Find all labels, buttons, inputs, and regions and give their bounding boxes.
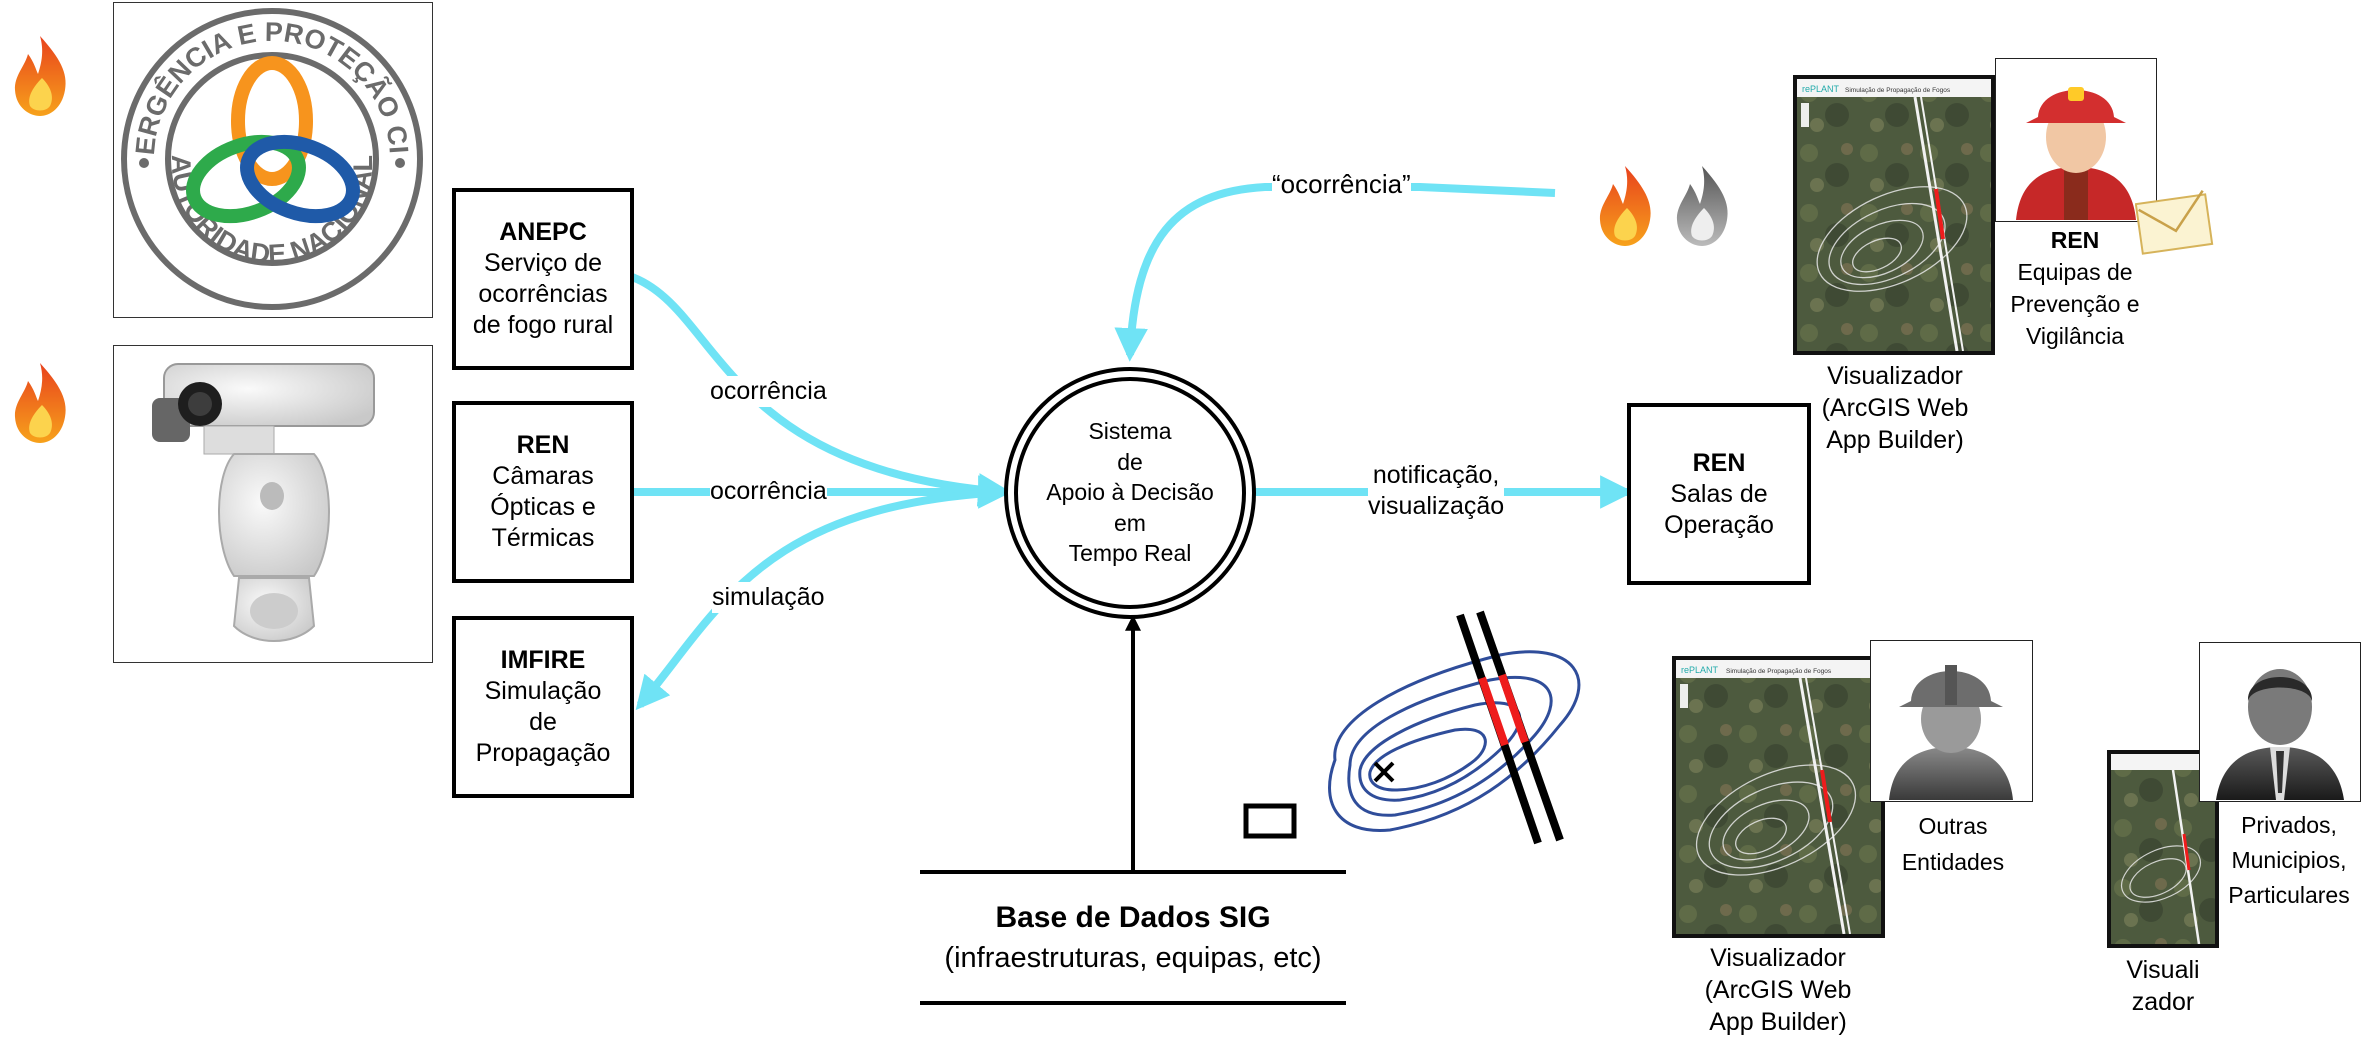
app-brand-bottom: rePLANT: [1681, 665, 1719, 675]
imfire-line3: Propagação: [475, 739, 611, 767]
ignition-point-icon: [1373, 761, 1395, 783]
notif-line2: visualização: [1368, 492, 1505, 520]
database-subtitle: (infraestruturas, equipas, etc): [944, 942, 1322, 974]
teams-line3: Vigilância: [2025, 323, 2125, 349]
viewer-top-caption: Visualizador (ArcGIS Web App Builder): [1790, 360, 2000, 456]
logo-emblem-icon: EMERGÊNCIA E PROTEÇÃO CIVIL AUTORIDADE N…: [103, 0, 423, 310]
anepc-title: ANEPC: [499, 218, 587, 246]
propagation-contours: [1328, 650, 1581, 832]
center-line4: em: [1114, 509, 1146, 536]
viewer-top-line3: App Builder): [1826, 426, 1964, 454]
others-line1: Outras: [1918, 813, 1988, 839]
private-line3: Particulares: [2228, 882, 2350, 908]
others-caption: Outras Entidades: [1878, 808, 2028, 880]
flow-label-simulacao: simulação: [712, 582, 825, 613]
viewer-thumbnail-small: [2107, 750, 2219, 948]
viewer-small-line2: zador: [2131, 988, 2195, 1016]
flow-quoted-to-center: [1114, 183, 1556, 362]
app-header-bottom: Simulação de Propagação de Fogos: [1726, 668, 1832, 675]
viewer-thumbnail-bottom: rePLANT Simulação de Propagação de Fogos: [1672, 656, 1885, 938]
private-line2: Municipios,: [2231, 847, 2347, 873]
center-system-label: Sistema de Apoio à Decisão em Tempo Real: [1016, 416, 1244, 569]
fire-icon: [14, 363, 66, 443]
center-line5: Tempo Real: [1068, 540, 1192, 566]
flow-label-notificacao: notificação, visualização: [1368, 460, 1505, 522]
viewer-thumbnail-top: rePLANT Simulação de Propagação de Fogos: [1793, 75, 1995, 355]
salas-title: REN: [1692, 448, 1746, 477]
app-header-top: Simulação de Propagação de Fogos: [1845, 87, 1951, 94]
viewer-bottom-line1: Visualizador: [1710, 944, 1846, 972]
center-line2: de: [1117, 448, 1143, 475]
imfire-line2: de: [529, 708, 557, 736]
worker-avatar: [1870, 640, 2033, 802]
imfire-box: IMFIRE Simulação de Propagação: [452, 616, 634, 798]
civil-protection-logo: EMERGÊNCIA E PROTEÇÃO CIVIL AUTORIDADE N…: [103, 0, 433, 318]
fire-icon: [14, 36, 66, 116]
imfire-title: IMFIRE: [500, 646, 586, 674]
flow-label-ocorrencia-quoted: “ocorrência”: [1272, 169, 1411, 200]
salas-box: REN Salas de Operação: [1627, 403, 1811, 585]
salas-line2: Operação: [1664, 510, 1774, 539]
center-circle-inner: [1014, 377, 1246, 609]
private-caption: Privados, Municipios, Particulares: [2210, 808, 2368, 913]
teams-caption: REN Equipas de Prevenção e Vigilância: [1985, 224, 2165, 352]
teams-title: REN: [2050, 227, 2100, 253]
teams-line1: Equipas de: [2017, 259, 2133, 285]
anepc-box: ANEPC Serviço de ocorrências de fogo rur…: [452, 188, 634, 370]
app-brand-top: rePLANT: [1802, 84, 1840, 94]
cameras-line3: Térmicas: [491, 524, 595, 552]
salas-line1: Salas de: [1670, 479, 1768, 508]
anepc-line3: de fogo rural: [472, 311, 614, 339]
ptz-camera-image: [113, 345, 433, 663]
flow-label-ocorrencia-2: ocorrência: [710, 476, 827, 507]
cameras-box: REN Câmaras Ópticas e Térmicas: [452, 401, 634, 583]
flow-center-to-imfire: [635, 488, 1006, 711]
viewer-top-line1: Visualizador: [1827, 362, 1963, 390]
cameras-line2: Ópticas e: [490, 493, 596, 521]
center-line1: Sistema: [1088, 418, 1172, 444]
cameras-line1: Câmaras: [492, 462, 594, 490]
center-line3: Apoio à Decisão: [1046, 479, 1214, 505]
viewer-bottom-caption: Visualizador (ArcGIS Web App Builder): [1673, 942, 1883, 1038]
flow-label-ocorrencia-1: ocorrência: [710, 376, 827, 407]
power-line-icon: [1456, 610, 1564, 845]
viewer-small-line1: Visuali: [2126, 956, 2200, 984]
cameras-title: REN: [516, 431, 570, 459]
viewer-bottom-line3: App Builder): [1709, 1008, 1847, 1036]
notif-line1: notificação,: [1372, 461, 1500, 489]
small-rectangle-icon: [1243, 803, 1297, 839]
others-line2: Entidades: [1901, 849, 2005, 875]
email-icon: [2134, 185, 2215, 257]
private-line1: Privados,: [2241, 812, 2337, 838]
viewer-bottom-line2: (ArcGIS Web: [1704, 976, 1852, 1004]
imfire-line1: Simulação: [484, 677, 602, 705]
firefighter-avatar: [1995, 58, 2157, 222]
viewer-top-line2: (ArcGIS Web: [1821, 394, 1969, 422]
anepc-line2: ocorrências: [478, 280, 608, 308]
businessman-avatar: [2199, 642, 2361, 802]
center-circle-outer: [1004, 367, 1256, 619]
database-title: Base de Dados SIG: [995, 901, 1271, 934]
grey-fire-icon: [1676, 166, 1728, 246]
viewer-small-caption: Visuali zador: [2100, 954, 2226, 1018]
database-label: Base de Dados SIG (infraestruturas, equi…: [900, 898, 1366, 978]
teams-line2: Prevenção e: [2010, 291, 2140, 317]
fire-icon: [1599, 166, 1651, 246]
anepc-line1: Serviço de: [483, 249, 603, 277]
